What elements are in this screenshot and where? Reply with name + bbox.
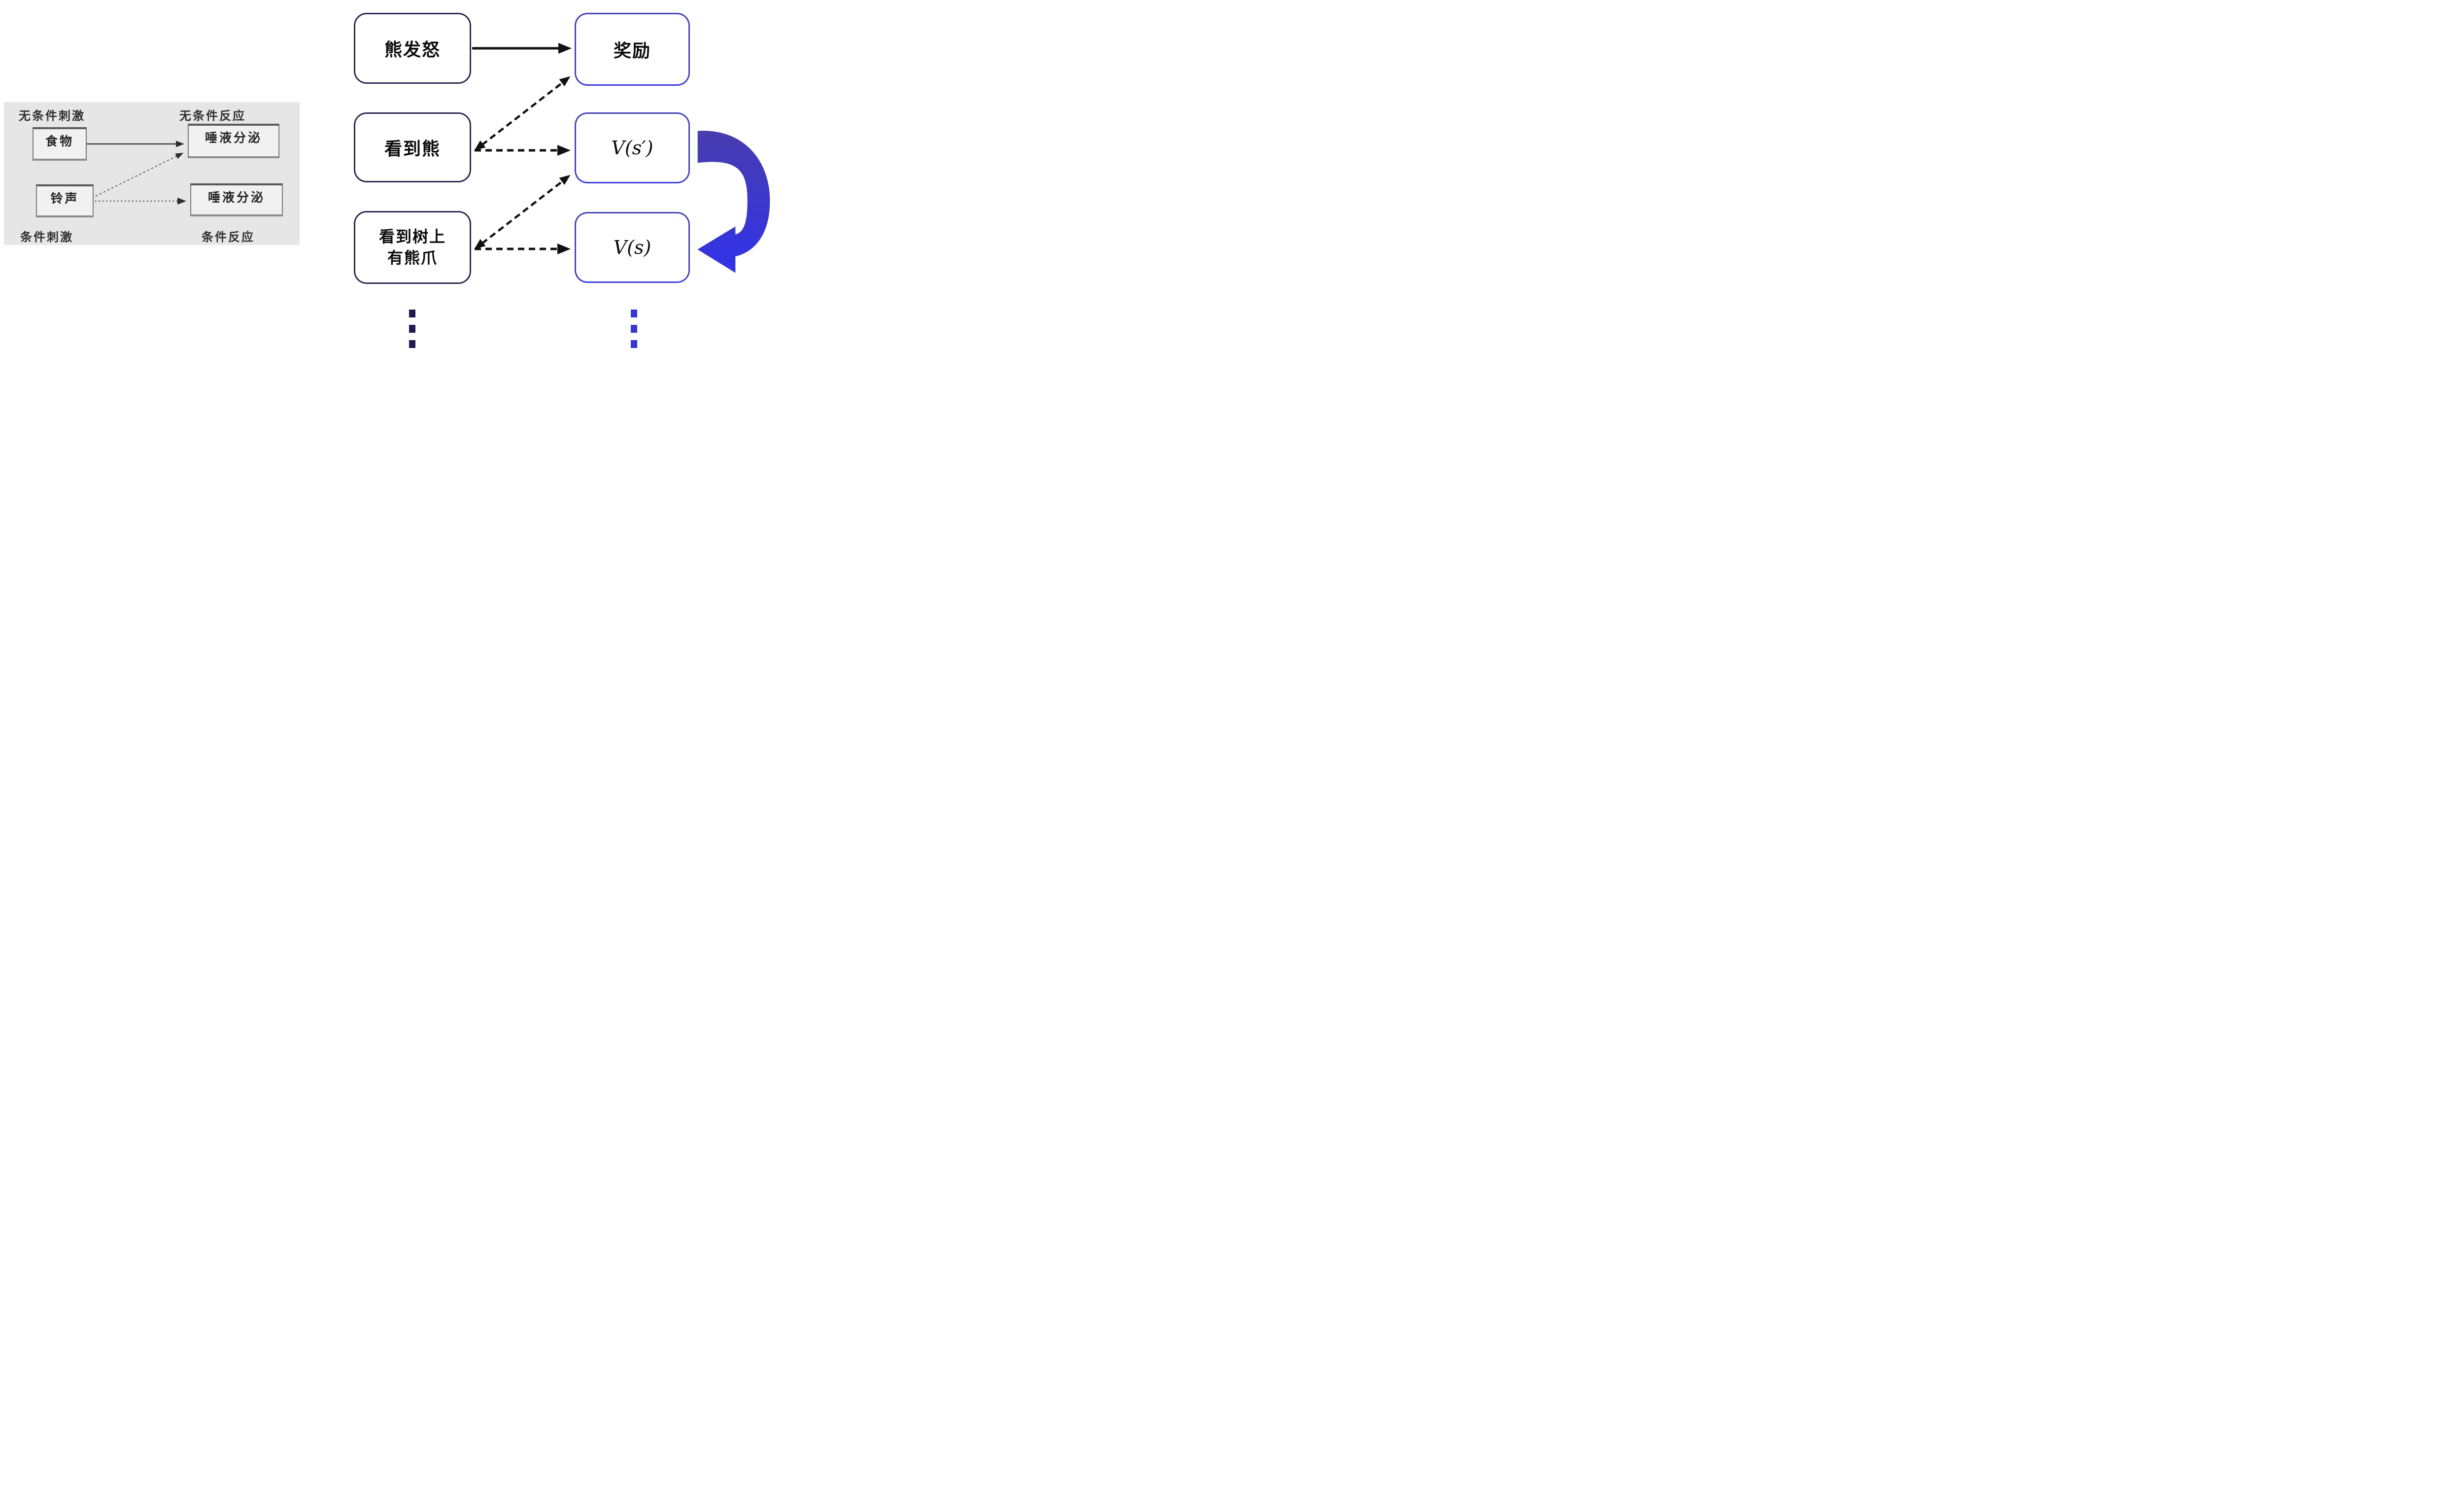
arrow-food-to-saliva-head <box>176 140 184 147</box>
label-unconditioned-stimulus: 无条件刺激 <box>19 109 85 123</box>
arrow-bear-to-reward-head <box>558 43 572 54</box>
node-saliva-conditioned: 唾液分泌 <box>190 183 283 216</box>
ellipsis-dot-stimulus-2 <box>409 325 415 333</box>
node-food-label: 食物 <box>45 135 74 148</box>
node-value-s: V(s) <box>575 212 690 283</box>
arrow-see-bear-to-v-s-prime-head <box>557 145 571 156</box>
node-saliva-unconditioned-label: 唾液分泌 <box>205 131 262 145</box>
arrow-diagonal2-lower-head <box>474 239 486 249</box>
pavlov-panel: 无条件刺激 无条件反应 食物 唾液分泌 铃声 唾液分泌 条件刺激 条件反应 <box>4 102 300 245</box>
td-update-cycle-arrow <box>697 131 770 273</box>
arrow-see-claw-to-v-s-head <box>557 244 571 254</box>
td-update-cycle-arrow-shape <box>697 131 770 273</box>
label-conditioned-stimulus: 条件刺激 <box>20 231 73 244</box>
node-see-bear-label: 看到熊 <box>384 139 441 159</box>
label-unconditioned-response: 无条件反应 <box>179 109 246 123</box>
node-value-s-prime: V(s′) <box>575 112 690 183</box>
node-bear-angry-label: 熊发怒 <box>384 39 441 60</box>
node-bell: 铃声 <box>36 184 94 217</box>
node-see-claw-line1: 看到树上 <box>378 227 446 245</box>
node-saliva-unconditioned: 唾液分泌 <box>188 124 279 158</box>
node-reward: 奖励 <box>575 13 690 86</box>
node-value-s-prime-label: V(s′) <box>611 137 653 159</box>
node-bell-label: 铃声 <box>50 192 79 206</box>
node-saliva-conditioned-label: 唾液分泌 <box>207 191 265 205</box>
arrow-bell-to-saliva-diagonal <box>95 155 178 197</box>
node-food: 食物 <box>33 127 87 161</box>
slide-canvas: 无条件刺激 无条件反应 食物 唾液分泌 铃声 唾液分泌 条件刺激 条件反应 <box>0 0 773 350</box>
ellipsis-dot-value-2 <box>631 325 637 333</box>
node-bear-angry: 熊发怒 <box>354 13 471 84</box>
ellipsis-dot-stimulus-3 <box>409 340 415 348</box>
node-see-bear: 看到熊 <box>354 112 471 182</box>
node-see-claw-line2: 有熊爪 <box>387 249 438 267</box>
arrow-see-bear-reward-diagonal <box>481 82 563 146</box>
ellipsis-dot-value-3 <box>631 340 637 348</box>
node-see-claw-label: 看到树上 有熊爪 <box>379 226 446 269</box>
arrow-diagonal2-upper-head <box>559 174 571 185</box>
arrow-see-claw-v-s-prime-diagonal <box>481 180 563 244</box>
node-value-s-label: V(s) <box>613 237 651 258</box>
arrow-diagonal1-upper-head <box>559 76 571 87</box>
arrow-bell-to-saliva-dotted-head <box>177 198 186 205</box>
label-conditioned-response: 条件反应 <box>202 231 255 244</box>
arrow-diagonal1-lower-head <box>474 140 486 151</box>
node-see-claw: 看到树上 有熊爪 <box>354 211 471 284</box>
ellipsis-dot-value-1 <box>631 310 637 317</box>
ellipsis-dot-stimulus-1 <box>409 310 415 317</box>
node-reward-label: 奖励 <box>613 40 651 61</box>
arrow-bell-to-saliva-diagonal-head <box>175 152 184 159</box>
